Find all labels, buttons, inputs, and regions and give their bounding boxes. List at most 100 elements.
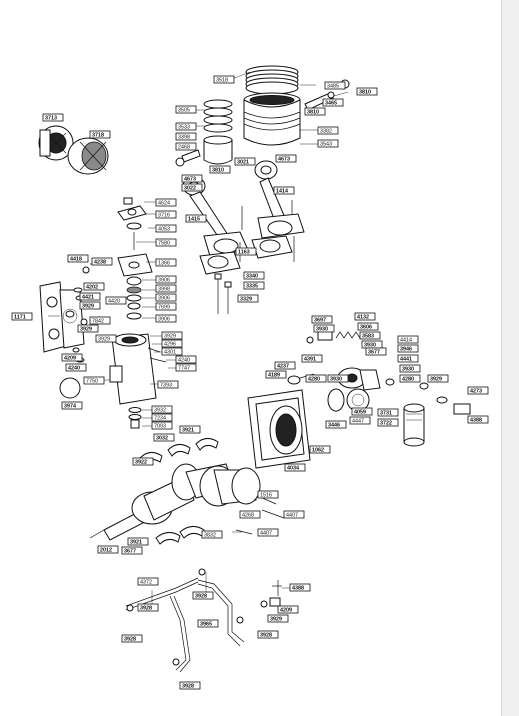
- part-label: 7750: [83, 376, 105, 385]
- svg-text:4372: 4372: [140, 580, 152, 586]
- part-label: 7580: [155, 238, 177, 247]
- part-label: 4673: [275, 154, 297, 163]
- part-label: 3677: [121, 546, 143, 555]
- diagram-sheet: 3518 3485 3810 3465 3810 3505 3533 3398 …: [11, 0, 502, 716]
- part-label: 4296: [161, 339, 183, 348]
- part-label: 1415: [185, 214, 207, 223]
- svg-text:4280: 4280: [402, 377, 414, 383]
- svg-text:3731: 3731: [380, 411, 392, 417]
- svg-text:3543: 3543: [320, 142, 332, 148]
- svg-text:3677: 3677: [124, 549, 136, 555]
- svg-text:3832: 3832: [204, 533, 216, 539]
- part-label: 3340: [243, 271, 265, 280]
- part-label: 3929: [267, 614, 289, 623]
- svg-text:4059: 4059: [354, 410, 366, 416]
- svg-text:4673: 4673: [184, 177, 196, 183]
- part-label: 3505: [175, 105, 197, 114]
- svg-text:1171: 1171: [14, 315, 26, 321]
- svg-text:7393: 7393: [160, 383, 172, 389]
- connecting-rod-right: [254, 160, 305, 239]
- part-label: 7699: [155, 302, 177, 311]
- svg-text:4132: 4132: [357, 315, 369, 321]
- svg-text:3929: 3929: [430, 377, 442, 383]
- svg-text:1516: 1516: [260, 493, 272, 499]
- part-label: 4059: [351, 407, 373, 416]
- svg-text:3930: 3930: [316, 327, 328, 333]
- svg-text:4053: 4053: [158, 227, 170, 233]
- part-label: 3930: [361, 340, 383, 349]
- svg-text:4407: 4407: [286, 513, 298, 519]
- part-label: 3606: [357, 322, 379, 331]
- part-label: 1163: [235, 247, 257, 256]
- valve-body-7393: [109, 333, 167, 405]
- svg-text:3930: 3930: [402, 367, 414, 373]
- part-label: 4280: [399, 374, 421, 383]
- svg-text:1414: 1414: [276, 189, 288, 195]
- part-label: 4280: [305, 374, 327, 383]
- svg-text:4391: 4391: [304, 357, 316, 363]
- svg-text:7580: 7580: [158, 241, 170, 247]
- part-label: 3518: [213, 75, 235, 84]
- svg-text:7750: 7750: [86, 379, 98, 385]
- svg-text:4238: 4238: [94, 260, 106, 266]
- svg-text:3810: 3810: [212, 168, 224, 174]
- oil-filter-3722: [403, 403, 425, 447]
- part-label: 7093: [151, 421, 173, 430]
- svg-text:3906: 3906: [158, 278, 170, 284]
- part-label: 3677: [365, 347, 387, 356]
- part-label: 3965: [197, 619, 219, 628]
- part-label: 7842: [89, 316, 111, 325]
- svg-text:4237: 4237: [277, 364, 289, 370]
- part-label: 3716: [155, 210, 177, 219]
- part-label: 4238: [91, 257, 113, 266]
- part-label: 1366: [155, 258, 177, 267]
- svg-text:4240: 4240: [68, 366, 80, 372]
- part-label: 3713: [42, 113, 64, 122]
- svg-text:7234: 7234: [154, 416, 166, 422]
- svg-text:3329: 3329: [240, 297, 252, 303]
- part-label: 3465: [322, 98, 344, 107]
- svg-text:4209: 4209: [64, 356, 76, 362]
- part-labels: 3518 3485 3810 3465 3810 3505 3533 3398 …: [11, 75, 489, 690]
- svg-text:3921: 3921: [130, 540, 142, 546]
- svg-text:1163: 1163: [238, 250, 250, 256]
- svg-text:3928: 3928: [140, 606, 152, 612]
- svg-text:3928: 3928: [124, 637, 136, 643]
- part-label: 4372: [137, 577, 159, 586]
- part-label: 2012: [97, 545, 119, 554]
- part-label: 3382: [317, 126, 339, 135]
- svg-text:3697: 3697: [314, 318, 326, 324]
- part-label: 3329: [237, 294, 259, 303]
- part-label: 3722: [377, 418, 399, 427]
- svg-text:3718: 3718: [92, 133, 104, 139]
- rear-cover-4034: [247, 389, 311, 469]
- part-label: 3974: [61, 401, 83, 410]
- svg-text:3921: 3921: [182, 428, 194, 434]
- small-piston: [175, 135, 233, 167]
- part-label: 3929: [161, 331, 183, 340]
- part-label: 3930: [327, 374, 349, 383]
- part-label: 4407: [257, 528, 279, 537]
- part-label: 4420: [105, 296, 127, 305]
- fitting-4209: [260, 580, 282, 608]
- air-filter-cover-3713: [38, 125, 74, 161]
- svg-text:1366: 1366: [158, 261, 170, 267]
- part-label: 4407: [283, 510, 305, 519]
- part-label: 3398: [175, 132, 197, 141]
- part-label: 4624: [155, 198, 177, 207]
- part-label: 3928: [192, 591, 214, 600]
- part-label: 4189: [265, 370, 287, 379]
- svg-text:3398: 3398: [178, 135, 190, 141]
- svg-text:4202: 4202: [86, 285, 98, 291]
- svg-text:3021: 3021: [237, 160, 249, 166]
- svg-text:7093: 7093: [154, 424, 166, 430]
- svg-text:4189: 4189: [268, 373, 280, 379]
- svg-text:3677: 3677: [368, 350, 380, 356]
- part-label: 3906: [155, 293, 177, 302]
- part-label: 3021: [234, 157, 256, 166]
- part-label: 3922: [132, 457, 154, 466]
- o-ring-3974: [59, 377, 81, 399]
- svg-text:3713: 3713: [45, 116, 57, 122]
- part-label: 3946: [397, 344, 419, 353]
- svg-text:1415: 1415: [188, 217, 200, 223]
